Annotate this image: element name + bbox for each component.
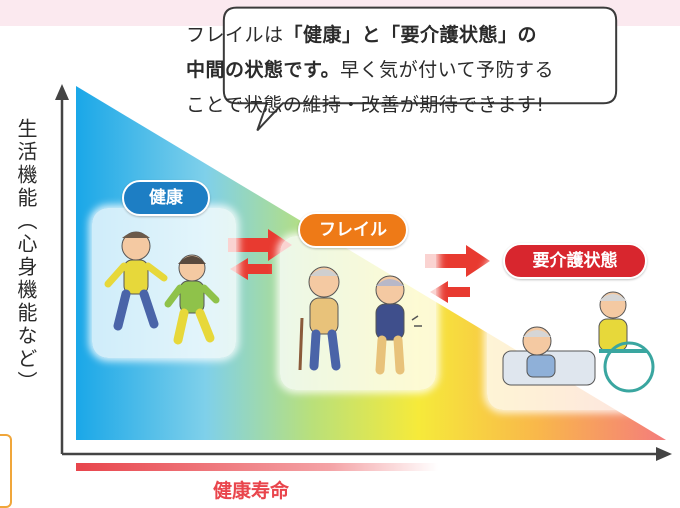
x-axis-arrowhead xyxy=(656,447,672,461)
bubble-line-1: フレイルは「健康」と「要介護状態」の xyxy=(186,24,538,46)
health-illustration-card xyxy=(92,208,236,358)
bubble-line-3: ことで状態の維持・改善が期待できます! xyxy=(186,94,545,116)
y-axis-label: 生活機能（心身機能など） xyxy=(14,118,38,394)
speech-bubble-text: フレイルは「健康」と「要介護状態」の 中間の状態です。早く気が付いて予防する こ… xyxy=(186,18,656,123)
healthy-lifespan-bar xyxy=(76,463,438,471)
arrows-frail-care xyxy=(425,245,490,303)
arrow-to-care xyxy=(425,245,490,277)
y-axis-arrowhead xyxy=(55,84,69,100)
y-axis xyxy=(55,84,69,454)
arrow-to-frail xyxy=(228,229,292,261)
arrow-back-to-health xyxy=(230,258,272,280)
stage-label-care: 要介護状態 xyxy=(503,243,647,279)
x-axis-label-healthy-lifespan: 健康寿命 xyxy=(213,480,290,502)
walking-couple-icon xyxy=(104,231,220,345)
stage-label-health: 健康 xyxy=(122,180,210,216)
care-illustration-card xyxy=(487,257,663,410)
elderly-with-cane-icon xyxy=(298,266,422,375)
arrows-health-frail xyxy=(228,229,292,280)
bubble-line-2: 中間の状態です。早く気が付いて予防する xyxy=(186,59,555,81)
speech-bubble xyxy=(222,6,618,132)
x-axis xyxy=(62,447,672,461)
arrow-back-to-frail xyxy=(430,281,470,303)
stage-label-frail: フレイル xyxy=(298,212,408,248)
bedridden-and-wheelchair-icon xyxy=(502,291,655,393)
frail-illustration-card xyxy=(280,236,436,390)
